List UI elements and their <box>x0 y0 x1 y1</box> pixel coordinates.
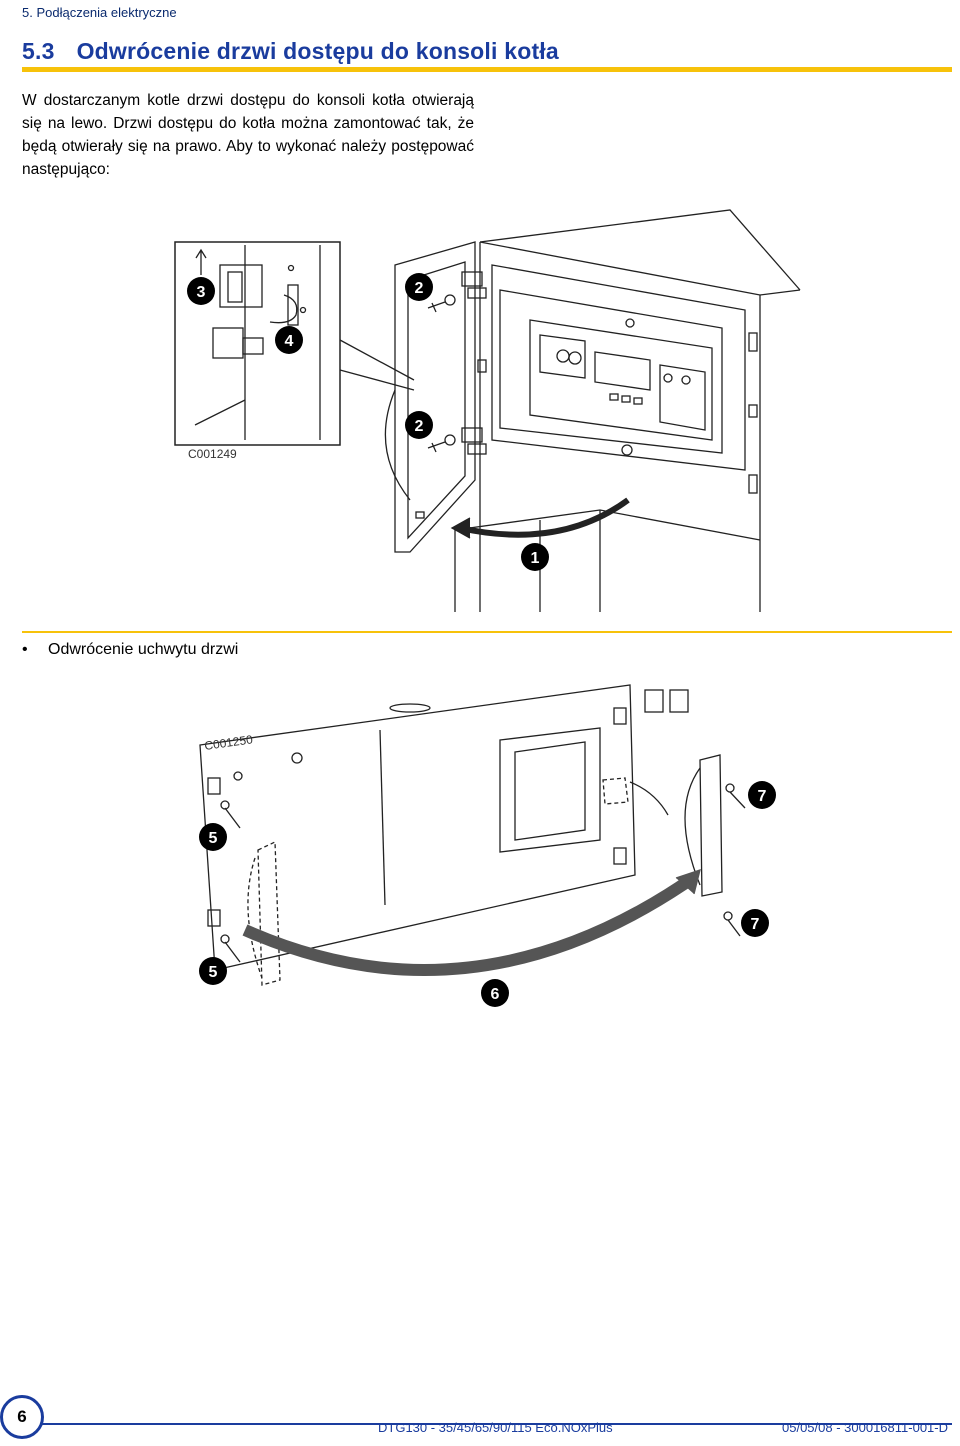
page-number: 6 <box>0 1395 44 1439</box>
section-title: Odwrócenie drzwi dostępu do konsoli kotł… <box>76 38 559 64</box>
section-heading: 5.3 Odwrócenie drzwi dostępu do konsoli k… <box>22 38 559 65</box>
svg-text:3: 3 <box>197 284 206 301</box>
callout-1: 1 <box>521 543 549 571</box>
svg-text:1: 1 <box>531 550 540 567</box>
bullet-text: Odwrócenie uchwytu drzwi <box>48 641 239 658</box>
svg-text:4: 4 <box>285 333 294 350</box>
callout-2-bottom: 2 <box>405 411 433 439</box>
callout-5-bottom: 5 <box>199 957 227 985</box>
svg-text:5: 5 <box>209 964 218 981</box>
section-number: 5.3 <box>22 38 55 64</box>
bullet-item: • Odwrócenie uchwytu drzwi <box>22 641 238 659</box>
section-rule <box>22 67 952 72</box>
callout-3: 3 <box>187 277 215 305</box>
figure-divider <box>22 631 952 633</box>
callout-4: 4 <box>275 326 303 354</box>
footer-rule <box>22 1423 952 1425</box>
svg-text:2: 2 <box>415 280 424 297</box>
svg-text:5: 5 <box>209 830 218 847</box>
footer-document-code: 05/05/08 - 300016811-001-D <box>782 1420 948 1435</box>
callout-6: 6 <box>481 979 509 1007</box>
svg-text:7: 7 <box>758 788 767 805</box>
callout-7-top: 7 <box>748 781 776 809</box>
figure-handle-reversal: C001250 5 5 6 7 7 <box>199 684 776 1007</box>
figure-door-hinges: C001249 1 2 2 3 4 <box>174 209 801 612</box>
figure-code: C001249 <box>188 447 237 461</box>
svg-text:7: 7 <box>751 916 760 933</box>
footer-document-title: DTG130 - 35/45/65/90/115 Eco.NOxPlus <box>378 1420 613 1435</box>
svg-text:6: 6 <box>491 986 500 1003</box>
running-header: 5. Podłączenia elektryczne <box>22 5 177 20</box>
figure-code: C001250 <box>203 732 254 753</box>
intro-paragraph: W dostarczanym kotle drzwi dostępu do ko… <box>22 92 474 178</box>
callout-5-top: 5 <box>199 823 227 851</box>
svg-text:2: 2 <box>415 418 424 435</box>
callout-2-top: 2 <box>405 273 433 301</box>
callout-7-bottom: 7 <box>741 909 769 937</box>
bullet-marker: • <box>22 641 28 658</box>
